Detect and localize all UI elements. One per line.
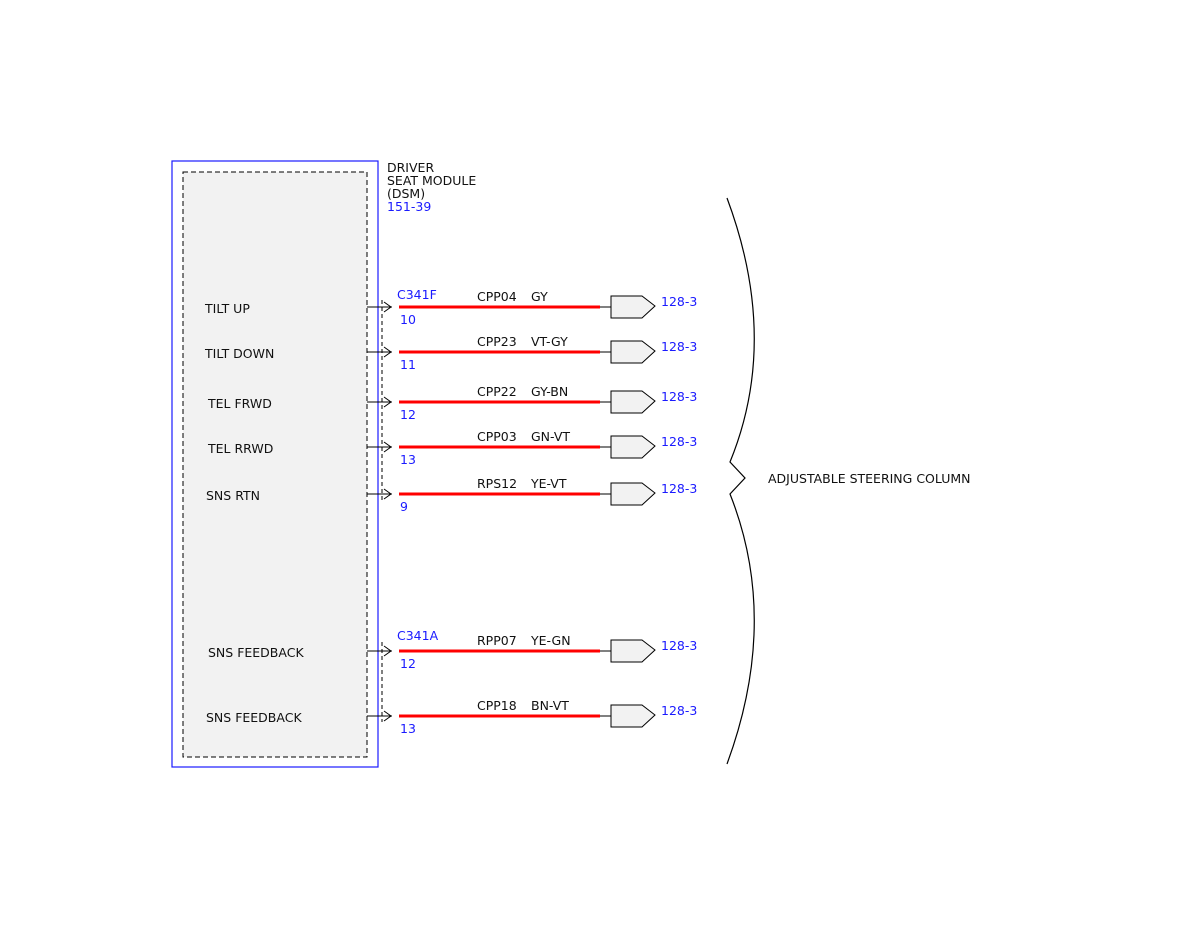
circuit-6-terminal-icon xyxy=(610,704,656,728)
circuit-4-function-label: SNS RTN xyxy=(206,488,260,503)
circuit-1-terminal-icon xyxy=(610,340,656,364)
circuit-1-pin-arrow xyxy=(383,346,392,358)
circuit-3-pin-arrow xyxy=(383,441,392,453)
circuit-2-ref-link[interactable]: 128-3 xyxy=(661,389,697,404)
circuit-0-pin-arrow xyxy=(383,301,392,313)
circuit-5-pin-number: 12 xyxy=(400,656,416,671)
circuit-6-wire-color: BN-VT xyxy=(531,698,569,713)
circuit-2-function-label: TEL FRWD xyxy=(207,396,272,411)
circuit-0-function-label: TILT UP xyxy=(204,301,250,316)
circuit-0-circuit-id: CPP04 xyxy=(477,289,517,304)
circuit-1-circuit-id: CPP23 xyxy=(477,334,517,349)
circuit-3-pin-number: 13 xyxy=(400,452,416,467)
circuit-1-function-label: TILT DOWN xyxy=(204,346,274,361)
circuit-2-terminal-icon xyxy=(610,390,656,414)
circuit-1-pin-number: 11 xyxy=(400,357,416,372)
circuit-6-circuit-id: CPP18 xyxy=(477,698,517,713)
circuit-4-ref-link[interactable]: 128-3 xyxy=(661,481,697,496)
circuit-6-ref-link[interactable]: 128-3 xyxy=(661,703,697,718)
driver-seat-module xyxy=(171,160,379,768)
steering-column-label: ADJUSTABLE STEERING COLUMN xyxy=(768,471,971,486)
circuit-5-ref-link[interactable]: 128-3 xyxy=(661,638,697,653)
circuit-3-terminal-icon xyxy=(610,435,656,459)
circuit-2-pin-arrow xyxy=(383,396,392,408)
circuit-5-pin-arrow xyxy=(383,645,392,657)
circuit-4-pin-number: 9 xyxy=(400,499,408,514)
connector-c341f-label[interactable]: C341F xyxy=(397,287,437,302)
circuit-6-function-label: SNS FEEDBACK xyxy=(206,710,302,725)
circuit-2-pin-number: 12 xyxy=(400,407,416,422)
connector-c341a-label[interactable]: C341A xyxy=(397,628,439,643)
circuit-1-ref-link[interactable]: 128-3 xyxy=(661,339,697,354)
circuit-2-circuit-id: CPP22 xyxy=(477,384,517,399)
module-name-line3: (DSM) xyxy=(387,186,425,201)
circuit-4-wire-color: YE-VT xyxy=(530,476,567,491)
module-name-line2: SEAT MODULE xyxy=(387,173,476,188)
circuit-0-wire-color: GY xyxy=(531,289,548,304)
circuit-0-ref-link[interactable]: 128-3 xyxy=(661,294,697,309)
circuit-0-terminal-icon xyxy=(610,295,656,319)
circuit-3-wire-color: GN-VT xyxy=(531,429,570,444)
circuit-5-circuit-id: RPP07 xyxy=(477,633,517,648)
circuit-4-circuit-id: RPS12 xyxy=(477,476,517,491)
circuit-4-pin-arrow xyxy=(383,488,392,500)
module-name-line1: DRIVER xyxy=(387,160,434,175)
circuit-3-circuit-id: CPP03 xyxy=(477,429,517,444)
circuit-3-ref-link[interactable]: 128-3 xyxy=(661,434,697,449)
circuit-1-wire-color: VT-GY xyxy=(531,334,568,349)
module-inner-area xyxy=(182,171,368,758)
circuit-4-terminal-icon xyxy=(610,482,656,506)
circuit-5-function-label: SNS FEEDBACK xyxy=(208,645,304,660)
circuit-0-pin-number: 10 xyxy=(400,312,416,327)
circuit-6-pin-arrow xyxy=(383,710,392,722)
circuit-5-terminal-icon xyxy=(610,639,656,663)
steering-column-brace xyxy=(726,197,755,765)
circuit-5-wire-color: YE-GN xyxy=(530,633,571,648)
module-ref-link[interactable]: 151-39 xyxy=(387,199,431,214)
circuit-6-pin-number: 13 xyxy=(400,721,416,736)
circuit-3-function-label: TEL RRWD xyxy=(207,441,273,456)
circuit-2-wire-color: GY-BN xyxy=(531,384,568,399)
